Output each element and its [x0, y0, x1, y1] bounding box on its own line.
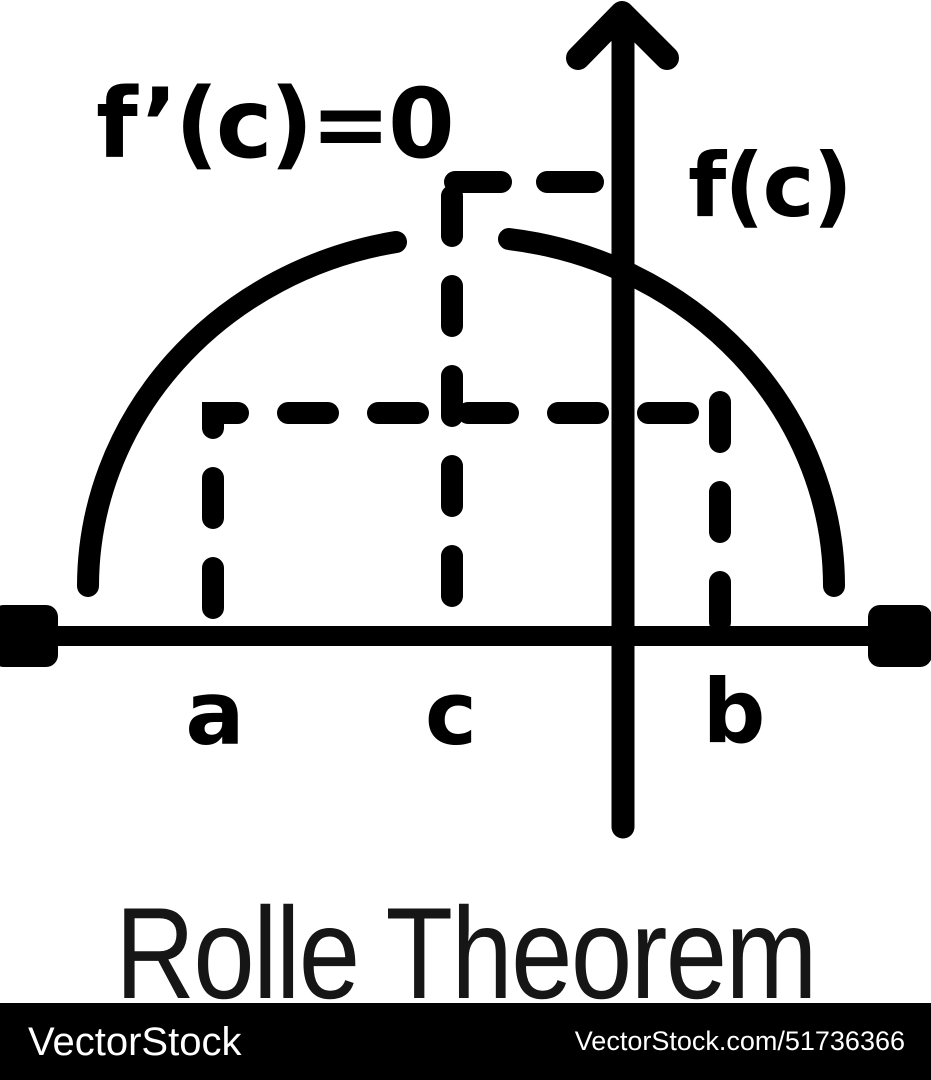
curve-left-segment [77, 231, 407, 597]
watermark-bar: VectorStock VectorStock.com/51736366 [0, 1003, 931, 1080]
rolle-theorem-diagram [0, 1, 931, 839]
watermark-reference: VectorStock.com/51736366 [574, 1026, 905, 1056]
y-axis-arrow-icon [566, 1, 679, 70]
point-c-label: c [424, 662, 478, 765]
fa-fb-level-dashed-line [202, 402, 699, 635]
watermark-brand: VectorStock [28, 1019, 242, 1064]
curve-right-segment [498, 228, 845, 597]
function-value-label: f(c) [688, 134, 853, 237]
point-b-label: b [702, 660, 766, 763]
point-a-label: a [185, 662, 245, 765]
x-axis-left-endpoint [0, 605, 58, 667]
derivative-at-c-label: f’(c)=0 [96, 68, 455, 180]
x-axis-right-endpoint [868, 605, 931, 667]
diagram-title: Rolle Theorem [115, 880, 817, 1026]
